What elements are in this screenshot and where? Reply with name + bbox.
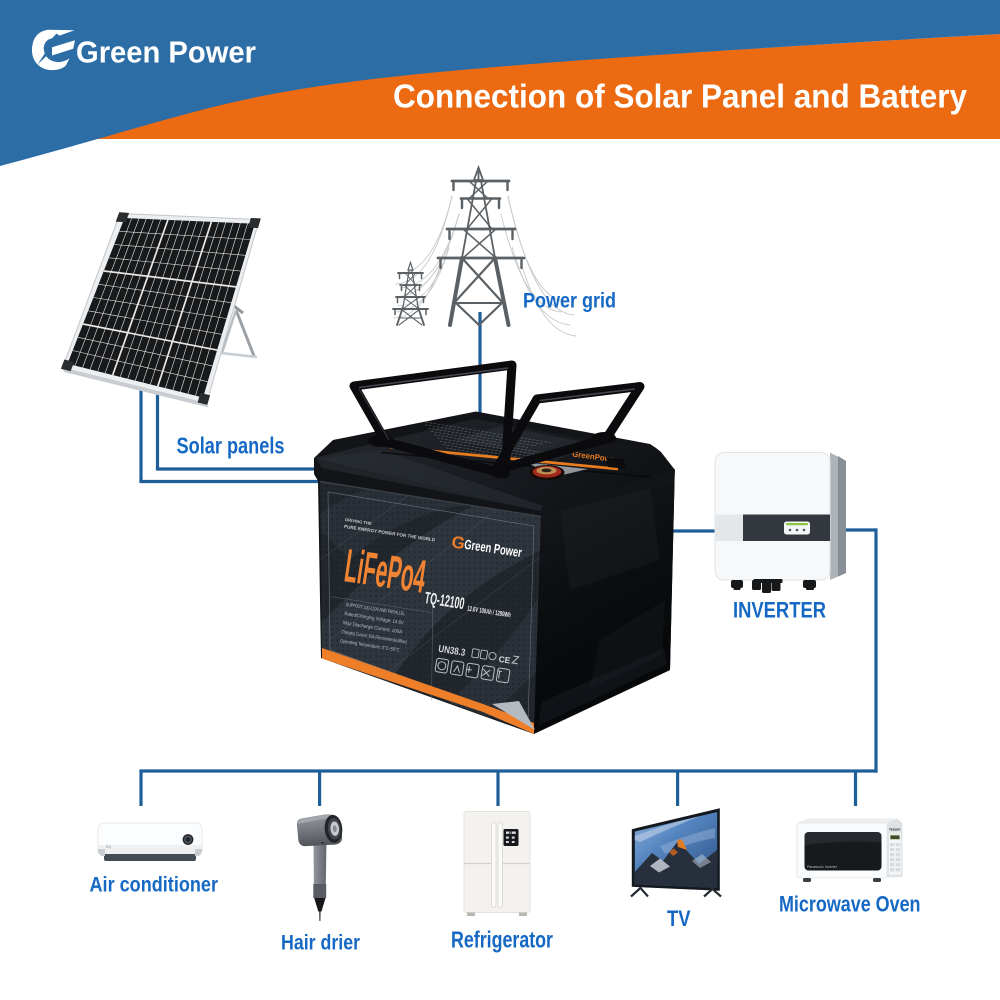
svg-text:Power grid: Power grid <box>523 289 616 313</box>
svg-text:CE: CE <box>498 654 512 666</box>
svg-text:TV: TV <box>667 906 691 931</box>
svg-text:Refrigerator: Refrigerator <box>451 927 553 953</box>
svg-text:INVERTER: INVERTER <box>733 598 826 623</box>
svg-text:bq: bq <box>106 844 112 849</box>
svg-text:Green Power: Green Power <box>76 36 256 70</box>
svg-text:Microwave Oven: Microwave Oven <box>779 892 921 917</box>
svg-text:Connection of Solar Panel and: Connection of Solar Panel and Battery <box>393 79 967 116</box>
svg-text:LiFePo4: LiFePo4 <box>342 538 430 602</box>
svg-text:DRIVING THE: DRIVING THE <box>345 517 373 526</box>
svg-text:Panasonic: Panasonic <box>890 828 901 832</box>
svg-text:Hair drier: Hair drier <box>281 932 360 955</box>
svg-text:G: G <box>450 532 466 553</box>
svg-text:Solar panels: Solar panels <box>177 433 285 459</box>
svg-text:Panasonic Inverter: Panasonic Inverter <box>807 865 838 869</box>
svg-text:UN38.3: UN38.3 <box>438 644 467 659</box>
svg-text:Air conditioner: Air conditioner <box>90 873 219 897</box>
